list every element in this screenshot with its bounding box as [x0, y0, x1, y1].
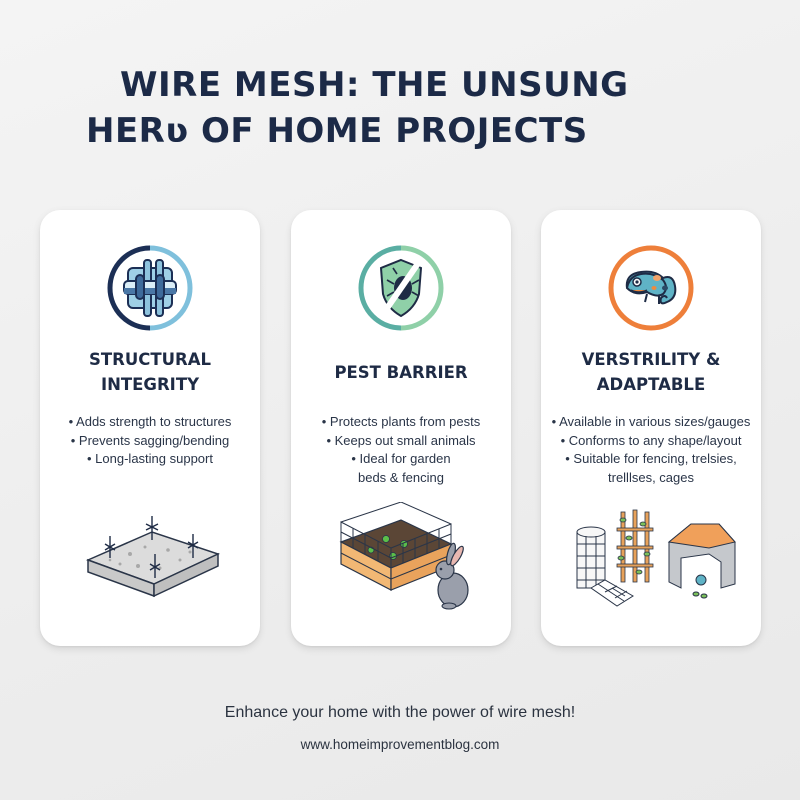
card-title: PEST BARRIER [291, 360, 511, 385]
mesh-roll-trellis-cage-illustration [551, 502, 751, 622]
title-line-2: HERʋ OF HOME PROJECTS [86, 111, 588, 151]
fenced-raised-bed-illustration [301, 502, 501, 622]
bullet-item: • Conforms to any shape/layout [560, 432, 742, 448]
card-title-line-2: INTEGRITY [100, 375, 200, 394]
card-title-line-1: PEST BARRIER [334, 363, 468, 382]
mesh-roll [576, 526, 634, 607]
card-pest-barrier: PEST BARRIER • Protects plants from pest… [291, 210, 511, 646]
card-title-line-2: ADAPTABLE [596, 375, 706, 394]
bullet-item: • Adds strength to structures [68, 414, 232, 429]
bullet-item: • Prevents sagging/bending [70, 432, 230, 448]
bullet-list: • Available in various sizes/gauges • Co… [541, 413, 761, 487]
woven-mesh-icon [106, 244, 194, 332]
card-title-line-1: VERSTRILITY & [581, 350, 721, 369]
bullet-list: • Adds strength to structures • Prevents… [40, 413, 260, 469]
concrete-slab-illustration [50, 502, 250, 622]
card-title: STRUCTURAL INTEGRITY [40, 347, 260, 397]
bullet-item: • Protects plants from pests [321, 414, 481, 429]
card-title-line-1: STRUCTURAL [89, 350, 211, 369]
page-title: WIRE MESH: THE UNSUNG HERʋ OF HOME PROJE… [0, 62, 800, 154]
bullet-item: • Ideal for garden [351, 451, 451, 466]
bullet-item: • Suitable for fencing, trelsies, [565, 451, 737, 466]
card-title: VERSTRILITY & ADAPTABLE [541, 347, 761, 397]
chameleon-icon [607, 244, 695, 332]
bullet-item: beds & fencing [357, 469, 444, 485]
bullet-item: • Long-lasting support [87, 451, 213, 466]
title-line-1: WIRE MESH: THE UNSUNG [120, 65, 629, 105]
bullet-item: trelllses, cages [608, 469, 694, 485]
card-structural-integrity: STRUCTURAL INTEGRITY • Adds strength to … [40, 210, 260, 646]
bullet-list: • Protects plants from pests • Keeps out… [291, 413, 511, 487]
card-versatility: VERSTRILITY & ADAPTABLE • Available in v… [541, 210, 761, 646]
shield-bug-blocked-icon [357, 244, 445, 332]
tagline: Enhance your home with the power of wire… [224, 704, 576, 721]
bullet-item: • Keeps out small animals [326, 432, 476, 448]
rabbit [435, 542, 469, 610]
website-url[interactable]: www.homeimprovementblog.com [300, 737, 500, 752]
mesh-cage [667, 523, 736, 599]
bullet-item: • Available in various sizes/gauges [551, 414, 751, 429]
trellis [616, 509, 654, 583]
